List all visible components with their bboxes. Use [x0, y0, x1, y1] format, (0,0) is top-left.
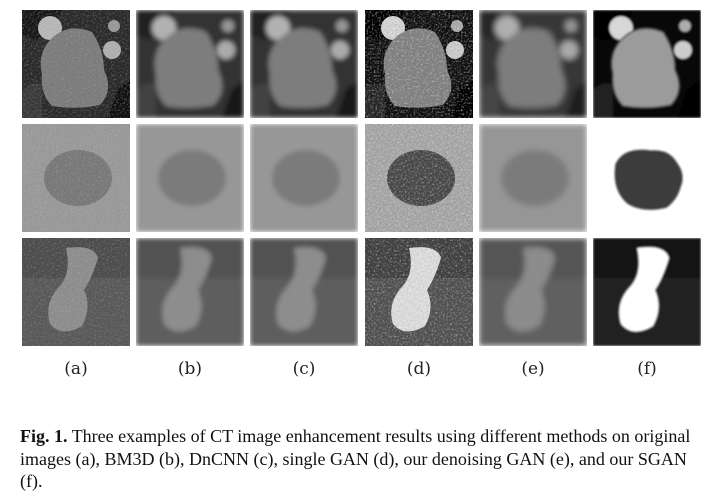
column-label-single-gan: (d): [406, 359, 432, 379]
image-tile-ct-slice-sgan: [593, 10, 701, 118]
image-tile-lesion-crop-2-dncnn: [250, 238, 358, 346]
image-tile-lesion-crop-2-sgan: [593, 238, 701, 346]
column-label-sgan: (f): [637, 359, 657, 379]
column-label-bm3d: (b): [177, 359, 203, 379]
image-tile-lesion-crop-2-denoising-gan: [479, 238, 587, 346]
figure-caption: Fig. 1. Three examples of CT image enhan…: [20, 425, 710, 493]
image-tile-ct-slice-dncnn: [250, 10, 358, 118]
caption-text: Three examples of CT image enhancement r…: [20, 426, 691, 491]
image-tile-lesion-crop-1-single-gan: [365, 124, 473, 232]
image-tile-lesion-crop-1-original: [22, 124, 130, 232]
image-tile-lesion-crop-1-bm3d: [136, 124, 244, 232]
column-label-denoising-gan: (e): [521, 359, 545, 379]
image-tile-ct-slice-original: [22, 10, 130, 118]
image-tile-lesion-crop-2-single-gan: [365, 238, 473, 346]
image-tile-ct-slice-single-gan: [365, 10, 473, 118]
image-tile-lesion-crop-2-original: [22, 238, 130, 346]
image-tile-lesion-crop-2-bm3d: [136, 238, 244, 346]
image-tile-lesion-crop-1-sgan: [593, 124, 701, 232]
image-tile-ct-slice-bm3d: [136, 10, 244, 118]
column-label-dncnn: (c): [292, 359, 316, 379]
caption-label: Fig. 1.: [20, 426, 68, 446]
image-tile-lesion-crop-1-dncnn: [250, 124, 358, 232]
image-tile-lesion-crop-1-denoising-gan: [479, 124, 587, 232]
column-label-original: (a): [64, 359, 88, 379]
image-tile-ct-slice-denoising-gan: [479, 10, 587, 118]
